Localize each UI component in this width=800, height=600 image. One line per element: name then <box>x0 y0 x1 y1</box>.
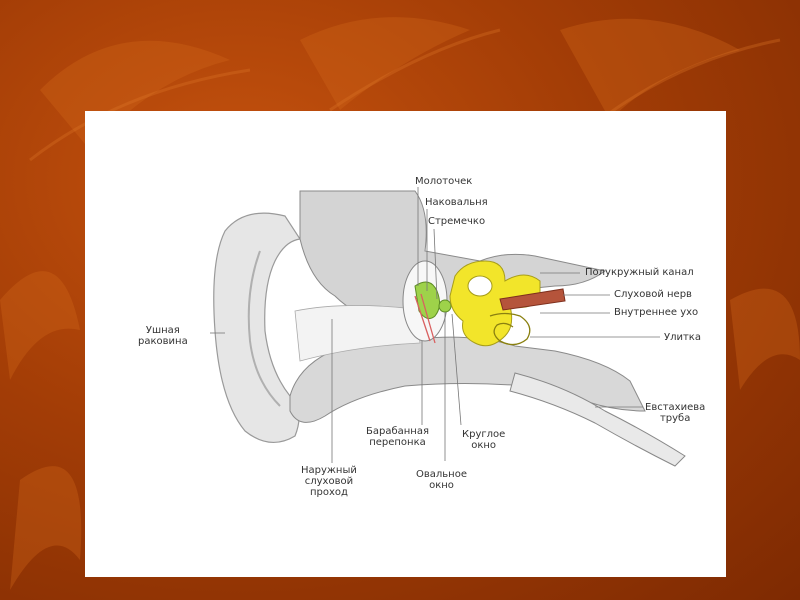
label-eustachian-tube-line2: труба <box>645 413 705 424</box>
label-eardrum: Барабанная перепонка <box>366 426 429 448</box>
label-ear-canal: Наружный слуховой проход <box>301 465 357 498</box>
label-incus: Наковальня <box>425 197 488 208</box>
label-eustachian-tube: Евстахиева труба <box>645 402 705 424</box>
label-round-window: Круглое окно <box>462 429 505 451</box>
diagram-panel: Молоточек Наковальня Стремечко Полукружн… <box>85 111 726 577</box>
label-eardrum-line2: перепонка <box>366 437 429 448</box>
label-oval-window-line2: окно <box>416 480 467 491</box>
label-auricle-line2: раковина <box>138 336 188 347</box>
label-semicircular-canal: Полукружный канал <box>585 267 694 278</box>
label-auricle-line1: Ушная <box>138 325 188 336</box>
label-round-window-line2: окно <box>462 440 505 451</box>
auricle-shape <box>214 213 300 442</box>
label-malleus: Молоточек <box>415 176 472 187</box>
label-eardrum-line1: Барабанная <box>366 426 429 437</box>
label-round-window-line1: Круглое <box>462 429 505 440</box>
label-auricle: Ушная раковина <box>138 325 188 347</box>
label-ear-canal-line3: проход <box>301 487 357 498</box>
label-auditory-nerve: Слуховой нерв <box>614 289 692 300</box>
label-ear-canal-line1: Наружный <box>301 465 357 476</box>
label-eustachian-tube-line1: Евстахиева <box>645 402 705 413</box>
label-oval-window-line1: Овальное <box>416 469 467 480</box>
label-cochlea: Улитка <box>664 332 701 343</box>
label-ear-canal-line2: слуховой <box>301 476 357 487</box>
label-stapes: Стремечко <box>428 216 485 227</box>
label-oval-window: Овальное окно <box>416 469 467 491</box>
label-inner-ear: Внутреннее ухо <box>614 307 698 318</box>
